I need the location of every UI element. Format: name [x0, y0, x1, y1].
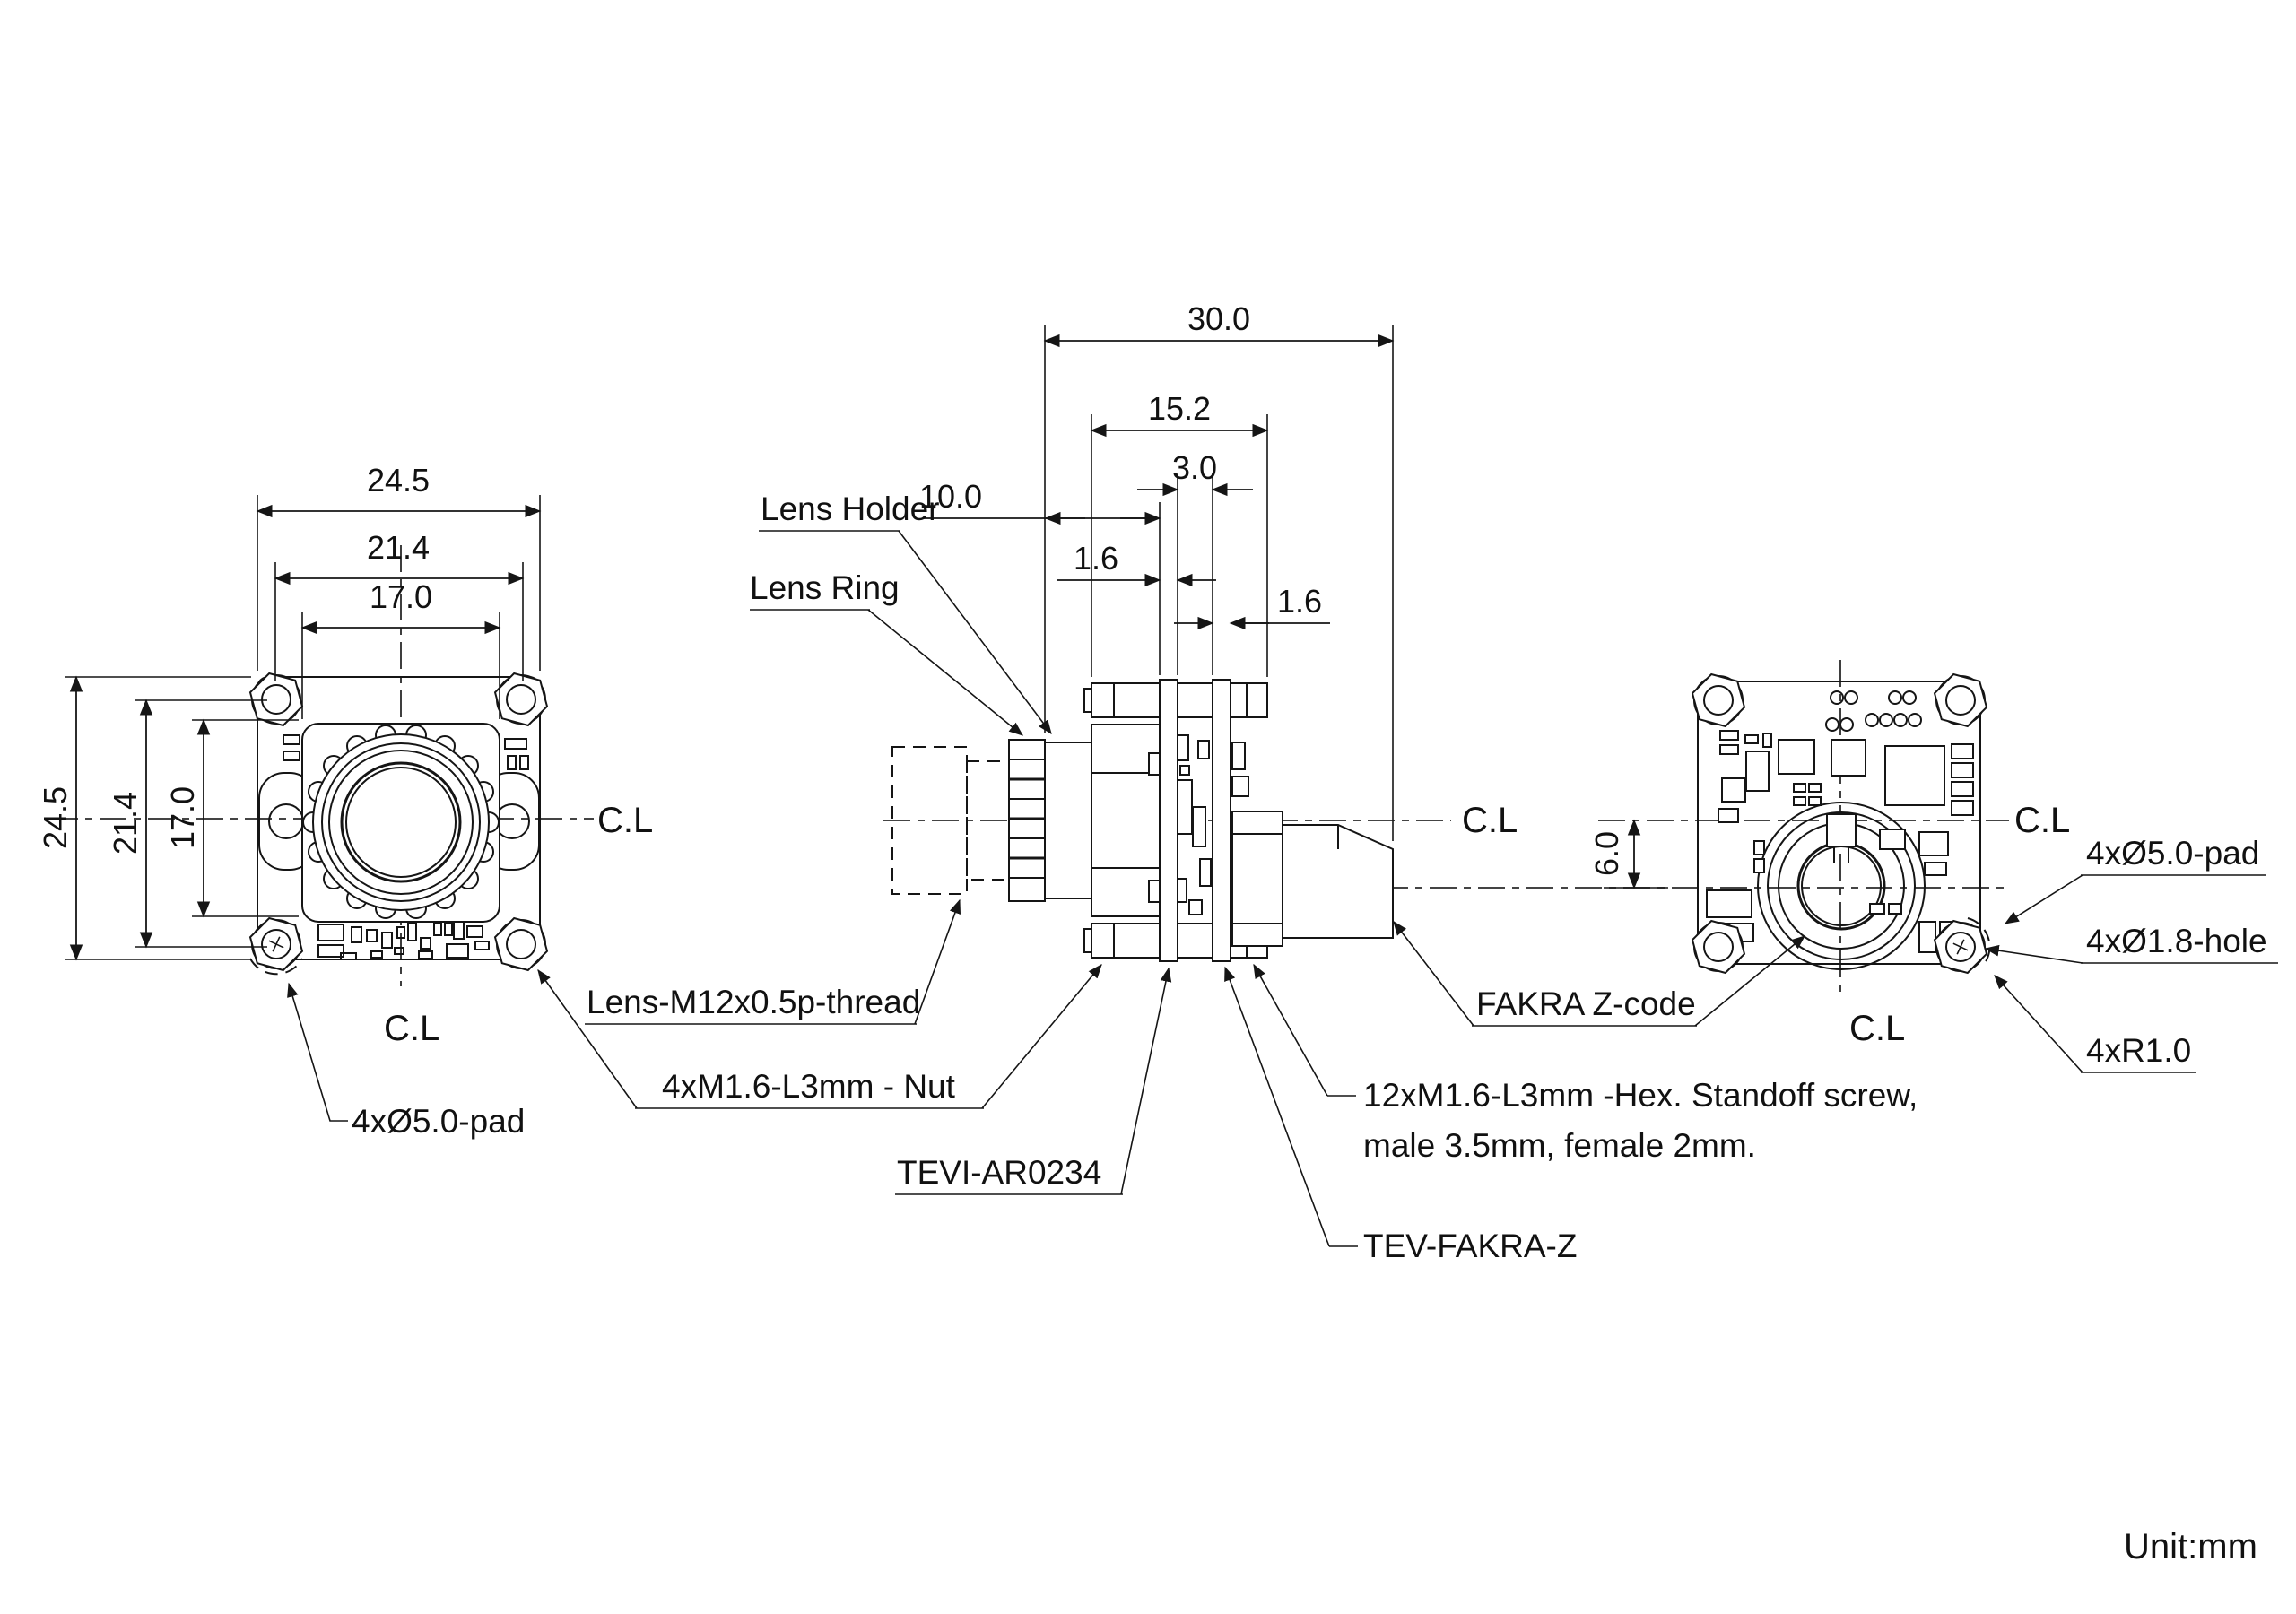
rear-pad-label: 4xØ5.0-pad	[2086, 835, 2259, 872]
side-dim-front-board-thickness: 1.6	[1057, 540, 1216, 587]
dim-front-height-outer: 24.5	[37, 786, 74, 849]
sensor-board-label: TEVI-AR0234	[897, 1154, 1101, 1191]
rear-board-outline	[1697, 681, 1981, 965]
front-dim-height-nuts: 21.4	[107, 699, 267, 949]
side-rear-components	[1231, 742, 1249, 797]
dim-rear-board-thickness: 1.6	[1277, 583, 1322, 620]
front-lens-ring-outer	[312, 733, 490, 911]
front-lens-ring-inner	[328, 750, 474, 895]
front-corner-nuts	[249, 672, 548, 971]
side-lens-hidden	[891, 746, 968, 895]
side-board-components	[1148, 734, 1212, 915]
dim-connector-offset: 6.0	[1588, 831, 1625, 876]
front-centerline-bottom-label: C.L	[384, 1009, 439, 1048]
rear-pcb-components	[1706, 730, 1974, 953]
side-dim-stack-depth: 15.2	[1090, 390, 1269, 677]
side-dim-rear-board-thickness: 1.6	[1174, 583, 1330, 630]
front-dim-height-plate: 17.0	[164, 718, 299, 918]
dim-lens-to-board: 10.0	[919, 478, 982, 515]
dim-front-height-nuts: 21.4	[107, 792, 144, 855]
front-dim-width-plate: 17.0	[300, 578, 501, 719]
side-view: 30.0 15.2 3.0 10.0 1.6	[537, 300, 1918, 1264]
fakra-board-callout: TEV-FAKRA-Z	[1224, 966, 1577, 1264]
lens-thread-callout: Lens-M12x0.5p-thread	[585, 898, 961, 1025]
front-left-ear-hole	[268, 803, 304, 839]
rear-radius-callout: 4xR1.0	[1994, 975, 2196, 1073]
dim-front-height-plate: 17.0	[164, 786, 201, 849]
fakra-code-label: FAKRA Z-code	[1476, 985, 1696, 1022]
side-fakra-board	[1212, 679, 1231, 962]
rear-corner-nuts	[1692, 673, 1987, 974]
lens-holder-callout: Lens Holder	[759, 490, 1052, 735]
nut-label: 4xM1.6-L3mm - Nut	[662, 1068, 956, 1105]
dim-board-gap: 3.0	[1172, 449, 1217, 486]
side-centerline-label: C.L	[1462, 801, 1518, 840]
rear-fakra-connector	[1757, 802, 1926, 970]
rear-vias	[1825, 690, 1922, 732]
lens-ring-callout: Lens Ring	[750, 569, 1023, 736]
side-lens-thread-hidden	[966, 760, 1010, 881]
front-pcb-components	[283, 734, 529, 960]
side-lens-ring	[1008, 739, 1046, 902]
unit-note: Unit:mm	[2124, 1527, 2257, 1566]
front-dim-height-outer: 24.5	[37, 675, 251, 961]
side-sensor-board	[1159, 679, 1178, 962]
dim-front-width-outer: 24.5	[367, 462, 430, 499]
standoff-label-line2: male 3.5mm, female 2mm.	[1363, 1127, 1756, 1164]
dim-depth-overall: 30.0	[1187, 300, 1250, 337]
fakra-board-label: TEV-FAKRA-Z	[1363, 1228, 1577, 1264]
dim-front-board-thickness: 1.6	[1074, 540, 1118, 577]
front-view: 24.5 21.4 17.0 24.5 21.4	[37, 462, 653, 1140]
rear-hole-callout: 4xØ1.8-hole	[1984, 923, 2278, 964]
fakra-code-callout: FAKRA Z-code	[1393, 920, 1805, 1027]
standoff-callout: 12xM1.6-L3mm -Hex. Standoff screw, male …	[1253, 963, 1918, 1164]
lens-holder-label: Lens Holder	[761, 490, 940, 527]
standoff-label-line1: 12xM1.6-L3mm -Hex. Standoff screw,	[1363, 1077, 1918, 1114]
dim-front-width-nuts: 21.4	[367, 529, 430, 566]
side-lens-holder-nose	[1044, 742, 1092, 899]
side-dim-board-gap: 3.0	[1137, 449, 1253, 675]
front-lens-ring-mid	[321, 742, 481, 902]
front-lens-glass	[345, 767, 457, 878]
rear-hole-label: 4xØ1.8-hole	[2086, 923, 2267, 959]
rear-centerline-bottom-label: C.L	[1849, 1009, 1905, 1048]
front-pad-label: 4xØ5.0-pad	[352, 1103, 525, 1140]
side-dim-lens-to-board: 10.0	[919, 478, 1161, 675]
rear-centerline-right-label: C.L	[2014, 801, 2070, 840]
sensor-board-callout: TEVI-AR0234	[895, 967, 1172, 1195]
side-fakra-connector	[1231, 811, 1394, 947]
front-centerline-right-label: C.L	[597, 801, 653, 840]
rear-radius-label: 4xR1.0	[2086, 1032, 2191, 1069]
front-dim-width-outer: 24.5	[256, 462, 542, 671]
rear-pad-callout: 4xØ5.0-pad	[2004, 835, 2266, 924]
nut-callout: 4xM1.6-L3mm - Nut	[537, 964, 1102, 1109]
front-pad-hidden-arc	[249, 958, 303, 976]
rear-pad-hidden-arc	[1967, 917, 1991, 968]
side-dim-depth-overall: 30.0	[1043, 300, 1395, 841]
front-dim-width-nuts: 21.4	[274, 529, 525, 681]
dim-stack-depth: 15.2	[1148, 390, 1211, 427]
lens-thread-label: Lens-M12x0.5p-thread	[587, 984, 920, 1020]
rear-dim-connector-offset: 6.0	[1588, 819, 1668, 889]
front-lens-barrel	[340, 761, 462, 883]
lens-ring-label: Lens Ring	[750, 569, 900, 606]
dim-front-width-plate: 17.0	[370, 578, 432, 615]
side-standoff-bar-top	[1083, 682, 1268, 718]
rear-view: 6.0 C.L C.L 4xØ5.0-pad 4xØ1.8-hole 4xR1.…	[1588, 673, 2278, 1073]
front-pad-callout: 4xØ5.0-pad	[287, 982, 525, 1140]
